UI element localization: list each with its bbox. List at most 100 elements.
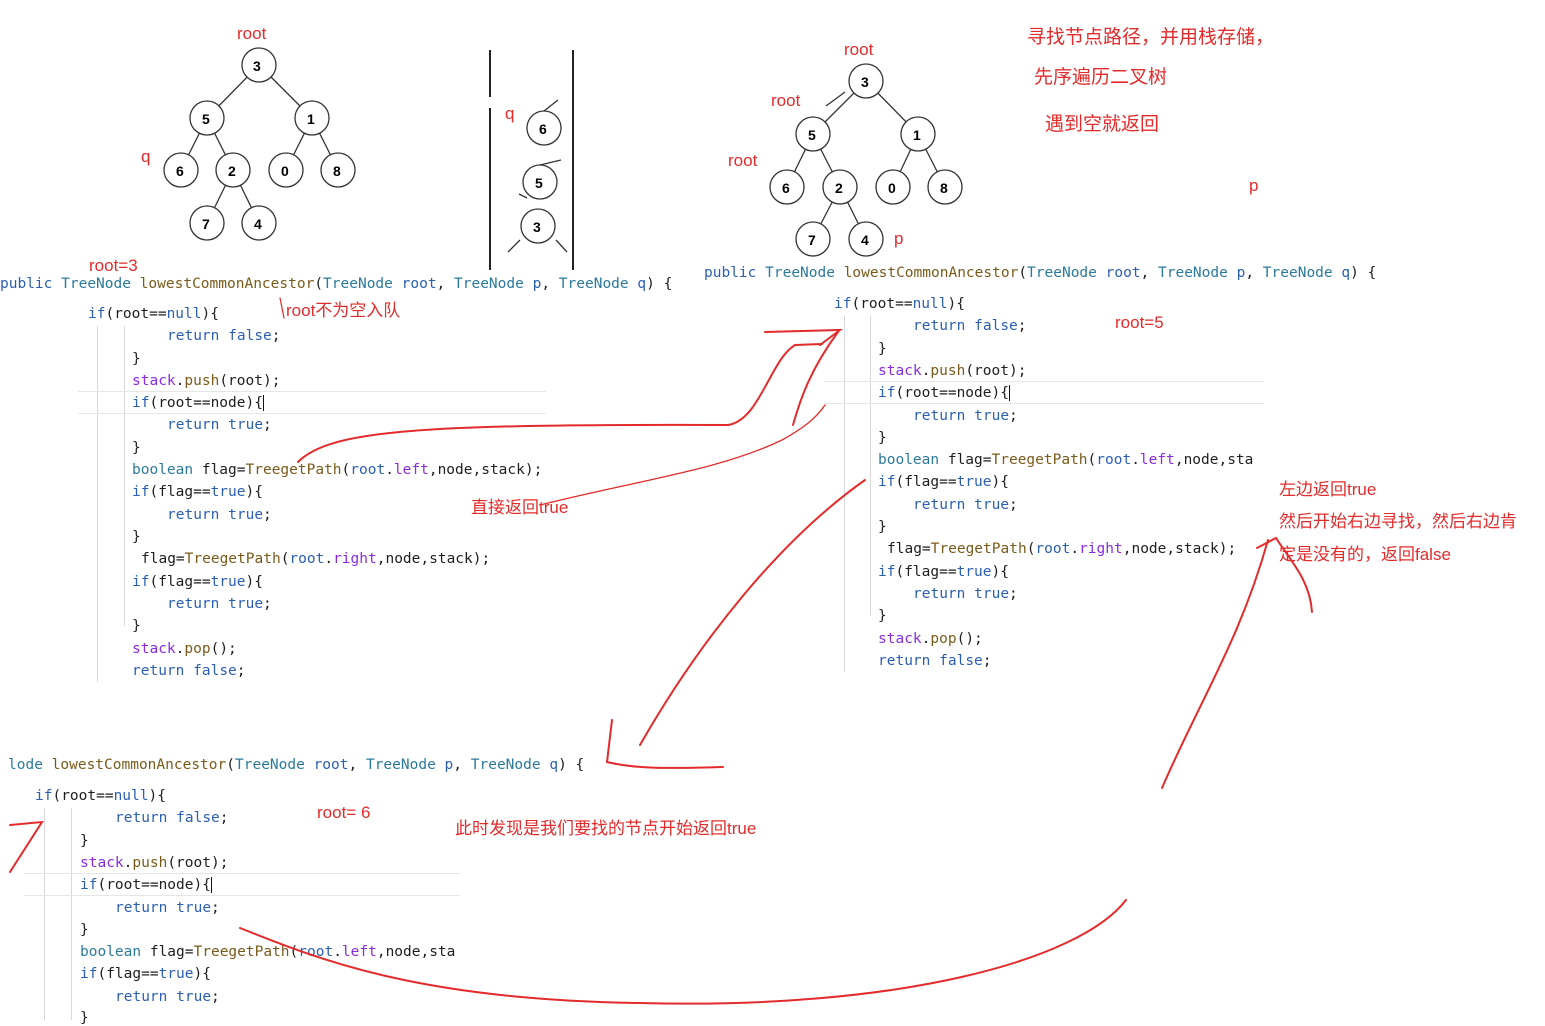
annotation-title-1: 寻找节点路径，并用栈存储，: [1027, 27, 1275, 48]
highlight-line-2a: [824, 381, 1264, 382]
code2-close-3: }: [878, 519, 887, 535]
annotation-found-node: 此时发现是我们要找的节点开始返回true: [455, 819, 757, 838]
tree1-node-5: 5: [202, 111, 210, 127]
tree2-node-3: 3: [861, 74, 869, 90]
code1-pop: stack.pop();: [132, 641, 237, 657]
tree2-node-1: 1: [913, 127, 921, 143]
annotation-title-2: 先序遍历二叉树: [1034, 67, 1168, 88]
annotation-root-not-null: root不为空入队: [286, 301, 401, 320]
code3-flag-left: boolean flag=TreegetPath(root.left,node,…: [80, 944, 456, 960]
tree1-node-6: 6: [176, 163, 184, 179]
label-root-tree1: root: [237, 24, 267, 43]
stack-node-6: 6: [539, 121, 547, 137]
code3-signature: lode lowestCommonAncestor(TreeNode root,…: [8, 757, 585, 773]
highlight-line-1a: [78, 391, 546, 392]
code3-if-flag: if(flag==true){: [80, 966, 211, 982]
tree2-node-7: 7: [808, 232, 816, 248]
code3-close-2: }: [80, 922, 89, 938]
indent-guide-2b: [870, 316, 871, 616]
tree2-node-8: 8: [940, 180, 948, 196]
tree2-node-5: 5: [808, 127, 816, 143]
annotation-direct-return: 直接返回true: [471, 498, 569, 517]
code1-flag-left: boolean flag=TreegetPath(root.left,node,…: [132, 462, 543, 478]
label-p-right: p: [1249, 176, 1259, 195]
annotation-root-eq-5: root=5: [1115, 313, 1164, 332]
tree1-node-2: 2: [228, 163, 236, 179]
code2-return-false-end: return false;: [878, 653, 992, 669]
code2-if-node: if(root==node){: [878, 385, 1010, 401]
code1-return-true-1: return true;: [167, 417, 272, 433]
tree1-node-4: 4: [254, 216, 262, 232]
code1-return-true-2: return true;: [167, 507, 272, 523]
highlight-line-2b: [824, 403, 1264, 404]
code1-close-4: }: [132, 618, 141, 634]
code3-close-3: }: [80, 1010, 89, 1026]
tree2-node-6: 6: [782, 180, 790, 196]
tree1-node-8: 8: [333, 163, 341, 179]
label-root-eq-3: root=3: [89, 256, 138, 275]
code2-if-null: if(root==null){: [834, 296, 965, 312]
code3-close-1: }: [80, 833, 89, 849]
code3-return-true-2: return true;: [115, 989, 220, 1005]
label-q-stack: q: [505, 104, 515, 123]
code1-signature: public TreeNode lowestCommonAncestor(Tre…: [0, 276, 673, 292]
annotation-none-false: 定是没有的，返回false: [1279, 545, 1451, 564]
code2-return-true-1: return true;: [913, 408, 1018, 424]
code1-close-2: }: [132, 440, 141, 456]
code1-return-false-end: return false;: [132, 663, 246, 679]
stack-node-5: 5: [535, 175, 543, 191]
annotation-left-return: 左边返回true: [1279, 480, 1377, 499]
stack-node-3: 3: [533, 219, 541, 235]
code3-return-false: return false;: [115, 810, 229, 826]
tree1-node-3: 3: [253, 58, 261, 74]
annotation-then-right: 然后开始右边寻找，然后右边肯: [1279, 512, 1517, 531]
highlight-line-1b: [78, 413, 546, 414]
code2-return-true-2: return true;: [913, 497, 1018, 513]
annotation-root-eq-6: root= 6: [317, 803, 371, 822]
code3-if-node: if(root==node){: [80, 877, 212, 893]
code2-if-flag-1: if(flag==true){: [878, 474, 1009, 490]
code1-return-false: return false;: [167, 328, 281, 344]
code2-if-flag-2: if(flag==true){: [878, 564, 1009, 580]
code1-close-3: }: [132, 529, 141, 545]
code1-if-node: if(root==node){: [132, 395, 264, 411]
code2-return-true-3: return true;: [913, 586, 1018, 602]
label-root-tree2-top: root: [844, 40, 874, 59]
code1-if-flag-2: if(flag==true){: [132, 574, 263, 590]
tree2-node-0: 0: [888, 180, 896, 196]
indent-guide-1a: [97, 326, 98, 682]
indent-guide-3b: [71, 808, 72, 1020]
highlight-line-3b: [24, 895, 460, 896]
tree1-node-7: 7: [202, 216, 210, 232]
code2-close-4: }: [878, 608, 887, 624]
indent-guide-1b: [124, 326, 125, 626]
code2-pop: stack.pop();: [878, 631, 983, 647]
code2-push: stack.push(root);: [878, 363, 1027, 379]
highlight-line-3a: [24, 873, 460, 874]
label-root-tree2-mid: root: [771, 91, 801, 110]
code1-if-flag-1: if(flag==true){: [132, 484, 263, 500]
label-p-tree2: p: [894, 229, 904, 248]
code2-signature: public TreeNode lowestCommonAncestor(Tre…: [704, 265, 1377, 281]
code1-push: stack.push(root);: [132, 373, 281, 389]
code2-close-1: }: [878, 341, 887, 357]
code2-flag-left: boolean flag=TreegetPath(root.left,node,…: [878, 452, 1254, 468]
code2-return-false: return false;: [913, 318, 1027, 334]
code2-close-2: }: [878, 430, 887, 446]
code1-close-1: }: [132, 351, 141, 367]
label-root-tree2-low: root: [728, 151, 758, 170]
annotation-title-3: 遇到空就返回: [1045, 114, 1160, 135]
indent-guide-3a: [44, 808, 45, 1020]
tree1-node-0: 0: [281, 163, 289, 179]
code1-return-true-3: return true;: [167, 596, 272, 612]
code3-return-true-1: return true;: [115, 900, 220, 916]
code3-push: stack.push(root);: [80, 855, 229, 871]
code1-flag-right: flag=TreegetPath(root.right,node,stack);: [141, 551, 491, 567]
tree1-node-1: 1: [307, 111, 315, 127]
code3-if-null: if(root==null){: [35, 788, 166, 804]
indent-guide-2a: [844, 316, 845, 672]
tree2-node-2: 2: [835, 180, 843, 196]
